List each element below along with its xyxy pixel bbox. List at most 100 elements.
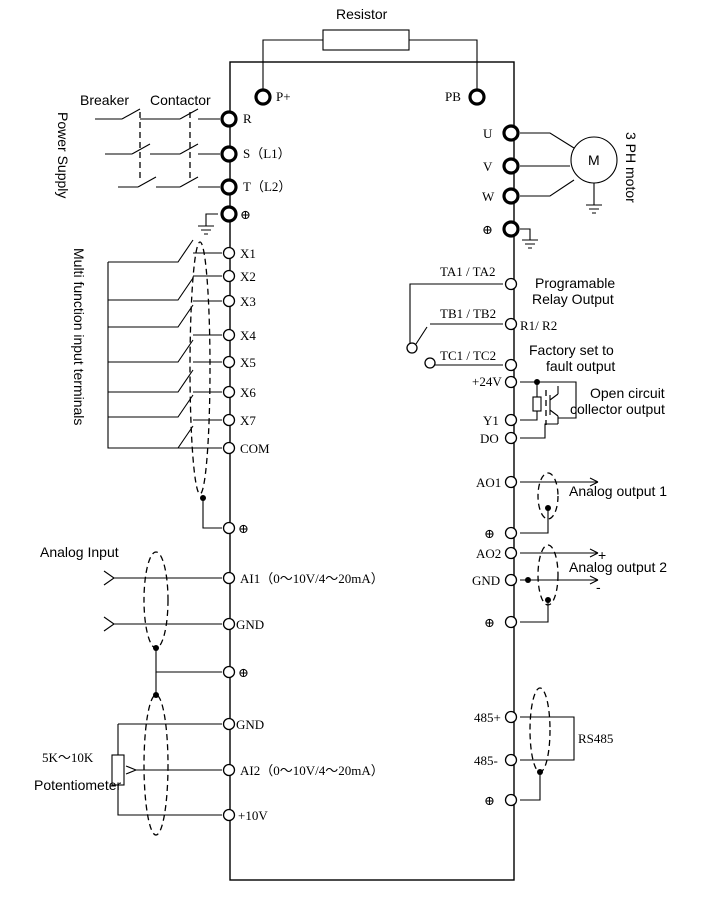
terminal-x7	[222, 413, 236, 427]
analog-input-label: Analog Input	[40, 544, 119, 560]
terminal-x3	[222, 294, 236, 308]
terminal-tc	[504, 358, 518, 372]
analog-output-2-plus: +	[598, 547, 606, 563]
terminal-485-minus-label: 485-	[474, 753, 498, 768]
terminal-s-label: S（L1）	[243, 146, 291, 161]
terminal-do-label: DO	[480, 431, 499, 446]
earth-symbol-icon: ⊕	[484, 526, 495, 541]
terminal-com	[222, 441, 236, 455]
programable-label-line2: Relay Output	[532, 291, 614, 307]
terminal-plus-24v-label: +24V	[472, 374, 502, 389]
terminal-x4-label: X4	[240, 328, 256, 343]
terminal-ai1	[222, 571, 236, 585]
terminal-485-plus-label: 485+	[474, 710, 501, 725]
potentiometer-label: Potentiometer	[34, 777, 121, 793]
terminal-x5	[222, 355, 236, 369]
power-supply-label: Power Supply	[55, 112, 71, 198]
multi-function-label: Multi function input terminals	[71, 248, 87, 425]
terminal-p-plus-label: P+	[276, 89, 291, 104]
terminal-485-minus	[504, 753, 518, 767]
terminal-x2	[222, 269, 236, 283]
shielded-cable-inputs	[189, 241, 211, 495]
terminal-t-label: T（L2）	[243, 179, 291, 194]
terminal-ao1-label: AO1	[476, 475, 501, 490]
terminal-tb-label: TB1 / TB2	[440, 306, 496, 321]
earth-symbol-icon: ⊕	[238, 665, 249, 680]
terminal-pb	[468, 88, 486, 106]
terminal-ta	[504, 277, 518, 291]
terminal-u	[502, 124, 520, 142]
terminal-earth-485	[504, 793, 518, 807]
motor-m-label: M	[588, 152, 600, 168]
terminal-485-plus	[504, 710, 518, 724]
open-circuit-label-line2: collector output	[570, 401, 665, 417]
analog-output-wiring	[520, 472, 599, 623]
terminal-ai2-label: AI2（0～10V/4～20mA）	[240, 763, 384, 778]
terminal-plus-10v	[222, 808, 236, 822]
terminal-s	[220, 145, 238, 163]
terminal-gnd-2-label: GND	[236, 717, 264, 732]
analog-output-1-label: Analog output 1	[569, 483, 667, 499]
terminal-ai2	[222, 763, 236, 777]
resistor-label: Resistor	[336, 6, 388, 22]
contactor-label: Contactor	[150, 92, 211, 108]
terminal-r	[220, 110, 238, 128]
terminal-ao1	[504, 475, 518, 489]
terminal-w-label: W	[482, 189, 495, 204]
programable-label-line1: Programable	[535, 275, 615, 291]
terminal-t	[220, 178, 238, 196]
terminal-tc-label: TC1 / TC2	[440, 348, 496, 363]
terminal-ao2	[504, 546, 518, 560]
terminal-x3-label: X3	[240, 294, 256, 309]
terminal-w	[502, 187, 520, 205]
terminal-tb	[504, 317, 518, 331]
terminal-x1	[222, 246, 236, 260]
open-circuit-label-line1: Open circuit	[590, 385, 665, 401]
terminal-x7-label: X7	[240, 413, 256, 428]
terminal-ai1-label: AI1（0～10V/4～20mA）	[240, 571, 384, 586]
earth-symbol-icon: ⊕	[240, 207, 251, 222]
breaker-label: Breaker	[80, 92, 129, 108]
resistor-symbol	[322, 29, 410, 51]
earth-symbol-icon: ⊕	[238, 521, 249, 536]
terminal-y1	[504, 413, 518, 427]
terminal-v-label: V	[483, 159, 493, 174]
terminal-pb-label: PB	[445, 89, 461, 104]
terminal-earth-input	[220, 205, 238, 223]
terminal-y1-label: Y1	[483, 413, 499, 428]
terminal-gnd-2	[222, 717, 236, 731]
terminal-u-label: U	[483, 126, 493, 141]
terminal-earth-input-shield	[222, 521, 236, 535]
terminal-x6-label: X6	[240, 385, 256, 400]
open-collector-wiring	[520, 379, 577, 439]
terminal-x2-label: X2	[240, 269, 256, 284]
terminal-com-label: COM	[240, 441, 270, 456]
braking-resistor: Resistor	[262, 6, 478, 93]
power-input-lines	[95, 108, 220, 235]
rs485-label: RS485	[578, 731, 613, 746]
terminal-r1r2-label: R1/ R2	[520, 318, 557, 333]
analog-output-2-minus: -	[596, 579, 601, 595]
terminal-earth-ao1	[504, 526, 518, 540]
terminal-v	[502, 157, 520, 175]
terminal-earth-ao2	[504, 615, 518, 629]
multi-function-switches	[107, 239, 222, 529]
terminal-plus-24v	[504, 375, 518, 389]
terminal-gnd-1-label: GND	[236, 617, 264, 632]
terminal-x5-label: X5	[240, 355, 256, 370]
earth-symbol-icon: ⊕	[484, 793, 495, 808]
terminal-ao2-label: AO2	[476, 546, 501, 561]
shielded-cable-ai2	[143, 694, 169, 836]
analog-output-2-label: Analog output 2	[569, 559, 667, 575]
earth-symbol-icon: ⊕	[482, 222, 493, 237]
terminal-do	[504, 431, 518, 445]
factory-label-line1: Factory set to	[529, 342, 614, 358]
rs485-wiring	[520, 687, 575, 801]
motor-wiring	[520, 132, 618, 249]
terminal-earth-analog	[222, 665, 236, 679]
terminal-plus-10v-label: +10V	[238, 808, 268, 823]
terminal-x1-label: X1	[240, 246, 256, 261]
terminal-gnd-1	[222, 617, 236, 631]
terminal-gnd-ao-label: GND	[472, 573, 500, 588]
